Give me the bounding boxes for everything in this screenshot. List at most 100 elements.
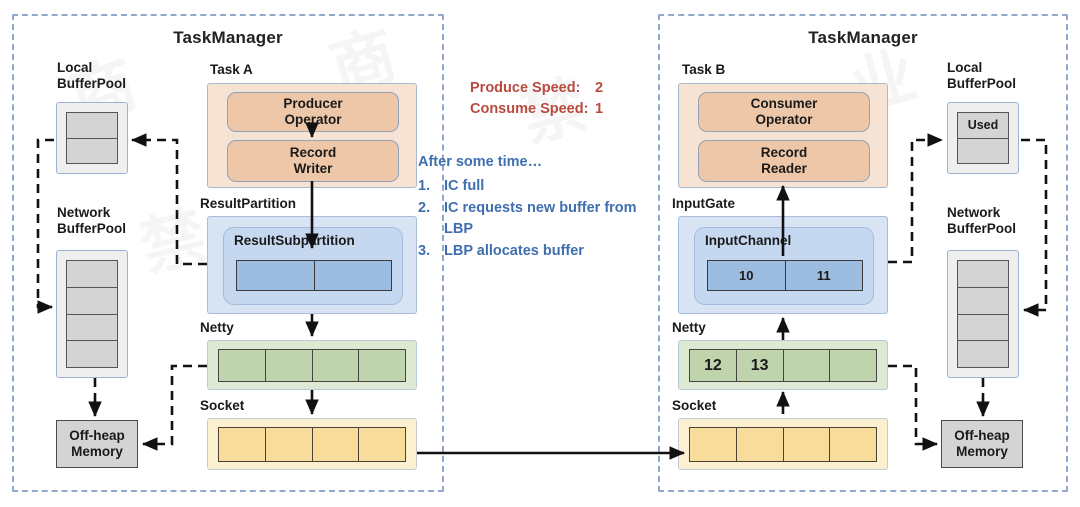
buffer-cell <box>67 287 117 315</box>
right-socket-label: Socket <box>672 398 717 413</box>
buffer-cell: 11 <box>785 261 862 290</box>
record-reader-box: Record Reader <box>698 140 870 182</box>
buffer-cell <box>67 341 117 367</box>
left-task-label: Task A <box>210 62 253 77</box>
input-gate-box: InputChannel 10 11 <box>678 216 888 314</box>
right-netty-cells: 12 13 <box>689 349 877 382</box>
input-channel-label: InputChannel <box>705 233 792 248</box>
buffer-cell <box>690 428 737 461</box>
right-socket-cells <box>689 427 877 462</box>
left-taskmanager-title: TaskManager <box>173 28 283 47</box>
buffer-cell <box>359 428 405 461</box>
producer-operator-line2: Operator <box>284 112 342 127</box>
left-network-bufferpool-box <box>56 250 128 378</box>
left-lbp-label-line2: BufferPool <box>57 75 126 91</box>
record-reader-line2: Reader <box>761 161 807 176</box>
produce-speed-value: 2 <box>595 80 604 96</box>
buffer-cell <box>783 428 831 461</box>
left-local-bufferpool-cells <box>66 112 118 164</box>
consumer-operator-line1: Consumer <box>750 95 818 111</box>
result-partition-label: ResultPartition <box>200 196 297 211</box>
right-lbp-label-line2: BufferPool <box>947 75 1016 91</box>
left-socket-box <box>207 418 417 470</box>
buffer-cell <box>219 428 266 461</box>
buffer-cell <box>958 138 1008 163</box>
buffer-cell <box>67 113 117 139</box>
produce-speed-label: Produce Speed: <box>470 80 581 96</box>
steps-item-text: IC requests new buffer from LBP <box>444 199 637 238</box>
buffer-cell <box>830 350 876 381</box>
right-socket-box <box>678 418 888 470</box>
speed-annotation: Produce Speed: 2 Consume Speed: 1 <box>470 78 603 120</box>
record-writer-line1: Record <box>289 144 337 160</box>
steps-item-text: IC full <box>444 177 485 194</box>
buffer-cell <box>265 350 313 381</box>
steps-item-number: 3. <box>418 243 431 259</box>
buffer-cell <box>67 261 117 288</box>
steps-item-number: 1. <box>418 177 431 194</box>
right-nbp-label-line1: Network <box>947 205 1001 220</box>
steps-item-number: 2. <box>418 199 431 216</box>
right-task-label: Task B <box>682 62 726 77</box>
input-channel-box: InputChannel 10 11 <box>694 227 874 305</box>
producer-operator-box: Producer Operator <box>227 92 399 132</box>
left-socket-label: Socket <box>200 398 245 413</box>
buffer-cell <box>958 314 1008 342</box>
buffer-cell <box>219 350 266 381</box>
left-taskmanager-panel: TaskManager <box>12 14 444 492</box>
right-local-bufferpool-cells: Used <box>957 112 1009 164</box>
buffer-cell <box>958 261 1008 288</box>
right-network-bufferpool-box <box>947 250 1019 378</box>
left-netty-box <box>207 340 417 390</box>
result-subpartition-label: ResultSubpartition <box>234 233 355 248</box>
buffer-cell <box>67 138 117 163</box>
right-off-heap-memory-box: Off-heap Memory <box>941 420 1023 468</box>
input-gate-label: InputGate <box>672 196 735 211</box>
record-writer-line2: Writer <box>293 161 333 176</box>
left-off-heap-memory-box: Off-heap Memory <box>56 420 138 468</box>
left-socket-cells <box>218 427 406 462</box>
right-netty-box: 12 13 <box>678 340 888 390</box>
left-local-bufferpool-label: Local BufferPool <box>57 60 126 91</box>
buffer-cell <box>265 428 313 461</box>
input-channel-cells: 10 11 <box>707 260 863 291</box>
left-netty-cells <box>218 349 406 382</box>
right-lbp-label-line1: Local <box>947 60 983 75</box>
right-nbp-label-line2: BufferPool <box>947 220 1016 236</box>
consume-speed-value: 1 <box>595 101 604 118</box>
record-writer-box: Record Writer <box>227 140 399 182</box>
buffer-cell <box>958 341 1008 367</box>
left-local-bufferpool-box <box>56 102 128 174</box>
right-local-bufferpool-label: Local BufferPool <box>947 60 1016 91</box>
steps-item: 2. IC requests new buffer from LBP <box>418 198 639 242</box>
buffer-cell <box>958 287 1008 315</box>
consume-speed-label: Consume Speed: <box>470 101 589 118</box>
buffer-cell <box>783 350 831 381</box>
buffer-cell <box>312 428 360 461</box>
left-offheap-line2: Memory <box>71 444 123 459</box>
buffer-cell-used: Used <box>958 113 1008 139</box>
steps-item: 1. IC full <box>418 176 639 198</box>
buffer-cell <box>237 261 315 290</box>
left-network-bufferpool-cells <box>66 260 118 368</box>
left-network-bufferpool-label: Network BufferPool <box>57 205 126 236</box>
result-partition-box: ResultSubpartition <box>207 216 417 314</box>
result-subpartition-box: ResultSubpartition <box>223 227 403 305</box>
right-offheap-line2: Memory <box>956 444 1008 459</box>
producer-operator-line1: Producer <box>283 95 343 111</box>
left-netty-label: Netty <box>200 320 234 335</box>
right-offheap-line1: Off-heap <box>954 427 1010 443</box>
consumer-operator-box: Consumer Operator <box>698 92 870 132</box>
buffer-cell <box>736 428 784 461</box>
steps-item-text: LBP allocates buffer <box>444 243 584 259</box>
right-network-bufferpool-label: Network BufferPool <box>947 205 1016 236</box>
steps-annotation: After some time… 1. IC full 2. IC reques… <box>418 152 639 263</box>
consume-speed-row: Consume Speed: 1 <box>470 99 603 120</box>
left-task-box: Producer Operator Record Writer <box>207 83 417 188</box>
right-taskmanager-panel: TaskManager <box>658 14 1068 492</box>
left-lbp-label-line1: Local <box>57 60 93 75</box>
right-network-bufferpool-cells <box>957 260 1009 368</box>
buffer-cell <box>359 350 405 381</box>
steps-heading: After some time… <box>418 154 543 170</box>
